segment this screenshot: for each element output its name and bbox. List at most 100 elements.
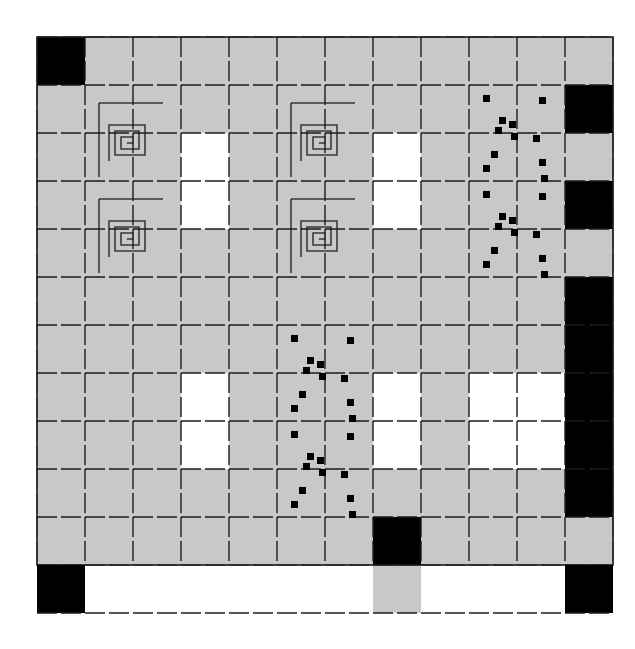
grid-cell <box>133 37 181 85</box>
grid-cell <box>85 469 133 517</box>
grid-cell <box>133 133 181 181</box>
grid-cell <box>85 373 133 421</box>
grid-cell <box>517 181 565 229</box>
scatter-dot <box>541 271 548 278</box>
black-cell <box>565 277 613 325</box>
white-hole-cell <box>469 373 517 421</box>
scatter-dot <box>347 399 354 406</box>
grid-cell <box>325 181 373 229</box>
scatter-dot <box>341 471 348 478</box>
grid-cell <box>181 517 229 565</box>
grid-cell <box>229 469 277 517</box>
scatter-dot <box>483 95 490 102</box>
grid-cell <box>277 37 325 85</box>
grid-cell <box>469 517 517 565</box>
scatter-dot <box>499 213 506 220</box>
scatter-dot <box>291 431 298 438</box>
scatter-dot <box>539 97 546 104</box>
grid-cell <box>181 229 229 277</box>
scatter-dot <box>491 151 498 158</box>
grid-cell <box>37 469 85 517</box>
scatter-dot <box>499 117 506 124</box>
grid-cell <box>229 229 277 277</box>
grid-cell <box>85 421 133 469</box>
scatter-dot <box>539 159 546 166</box>
grid-cell <box>325 229 373 277</box>
grid-cell <box>37 325 85 373</box>
grid-cell <box>229 181 277 229</box>
grid-cell <box>229 373 277 421</box>
black-cell <box>37 565 85 607</box>
grid-cell <box>325 277 373 325</box>
scatter-dot <box>299 391 306 398</box>
grid-cell <box>181 469 229 517</box>
grid-cell <box>517 469 565 517</box>
grid-border <box>36 36 614 566</box>
scatter-dot <box>509 121 516 128</box>
grid-cell <box>469 277 517 325</box>
black-cell <box>565 181 613 229</box>
grid-cell <box>517 37 565 85</box>
grid-cell <box>565 517 613 565</box>
grid-cell <box>517 133 565 181</box>
grid-cell <box>421 469 469 517</box>
grid-cell <box>229 277 277 325</box>
maze-spiral-icon <box>108 124 146 161</box>
grid-cell <box>421 85 469 133</box>
grid-cell <box>133 517 181 565</box>
scatter-dot <box>307 453 314 460</box>
grid-cell <box>37 133 85 181</box>
black-cell <box>565 565 613 607</box>
black-cell <box>565 325 613 373</box>
scatter-dot <box>483 261 490 268</box>
grid-cell <box>37 277 85 325</box>
grid-cell <box>37 85 85 133</box>
scatter-dot <box>533 231 540 238</box>
grid-cell <box>229 85 277 133</box>
grid-cell <box>133 421 181 469</box>
grid-cell <box>373 277 421 325</box>
scatter-dot <box>303 367 310 374</box>
grid-cell <box>421 373 469 421</box>
grid-cell <box>373 85 421 133</box>
grid-cell <box>325 469 373 517</box>
grid-cell <box>229 517 277 565</box>
grid-cell <box>229 37 277 85</box>
white-hole-cell <box>469 421 517 469</box>
grid-cell <box>421 181 469 229</box>
grid-cell <box>37 421 85 469</box>
scatter-dot <box>541 175 548 182</box>
scatter-dot <box>511 229 518 236</box>
grid-cell <box>517 517 565 565</box>
grid-cell <box>133 325 181 373</box>
grid-cell <box>373 469 421 517</box>
white-hole-cell <box>373 181 421 229</box>
scatter-dot <box>317 457 324 464</box>
grid-cell <box>469 325 517 373</box>
maze-spiral-icon <box>108 220 146 257</box>
scatter-dot <box>347 337 354 344</box>
grid-cell <box>469 469 517 517</box>
scatter-dot <box>291 501 298 508</box>
grid-cell <box>325 517 373 565</box>
grid-cell <box>181 325 229 373</box>
white-hole-cell <box>517 421 565 469</box>
grid-cell <box>517 229 565 277</box>
grid-cell <box>37 373 85 421</box>
scatter-dot <box>341 375 348 382</box>
grid-cell <box>37 517 85 565</box>
grid-cell <box>229 133 277 181</box>
scatter-dot <box>509 217 516 224</box>
scatter-dot <box>483 165 490 172</box>
grid-cell <box>181 277 229 325</box>
scatter-dot <box>291 405 298 412</box>
black-cell <box>565 85 613 133</box>
grid-cell <box>133 229 181 277</box>
grid-cell <box>133 469 181 517</box>
grid-cell <box>325 133 373 181</box>
grid-cell <box>517 85 565 133</box>
grid-cell <box>37 181 85 229</box>
scatter-dot <box>307 357 314 364</box>
